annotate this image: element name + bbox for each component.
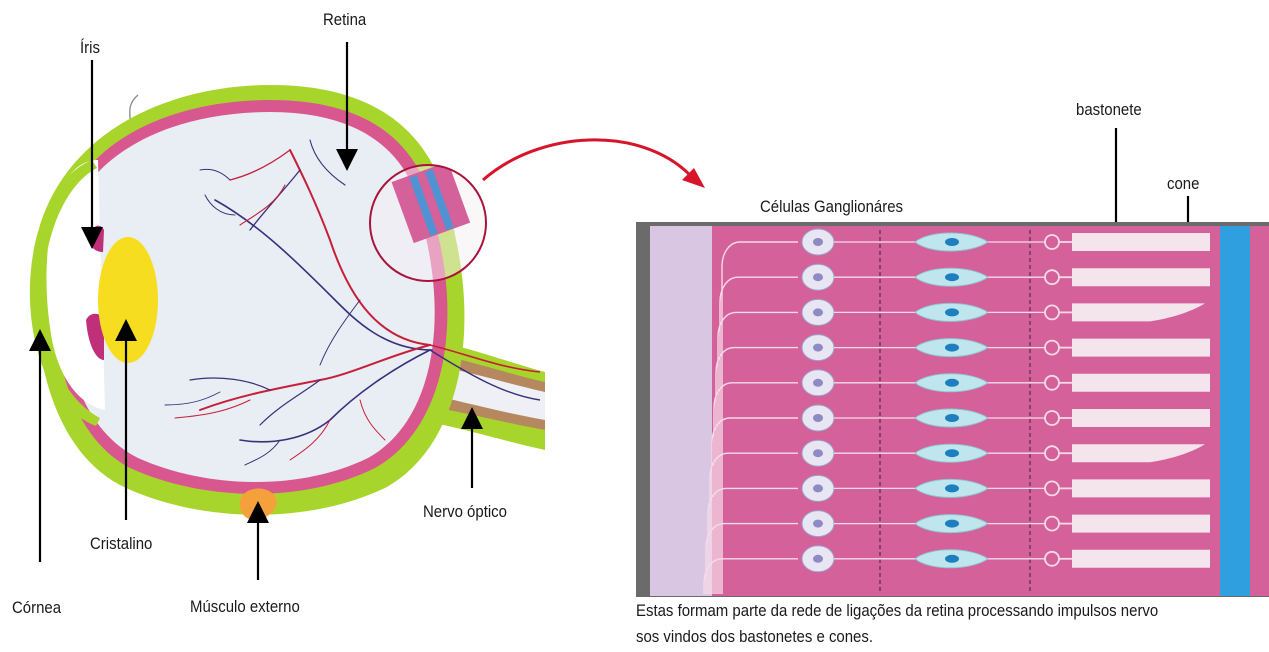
photoreceptor-soma xyxy=(1045,235,1059,249)
label-retina: Retina xyxy=(323,10,366,30)
bipolar-nucleus xyxy=(945,379,959,387)
label-bastonete: bastonete xyxy=(1076,100,1142,120)
photoreceptor-soma xyxy=(1045,517,1059,531)
bipolar-nucleus xyxy=(945,555,959,563)
ganglion-nucleus xyxy=(813,414,823,422)
caption-line-2: sos vindos dos bastonetes e cones. xyxy=(636,624,1252,650)
ganglion-nucleus xyxy=(813,520,823,528)
caption-line-1: Estas formam parte da rede de ligações d… xyxy=(636,598,1252,624)
bipolar-nucleus xyxy=(945,344,959,352)
lens xyxy=(98,237,158,363)
photoreceptor-soma xyxy=(1045,411,1059,425)
rod-outer-segment xyxy=(1072,550,1210,568)
rod-outer-segment xyxy=(1072,479,1210,497)
photoreceptor-soma xyxy=(1045,446,1059,460)
photoreceptor-soma xyxy=(1045,552,1059,566)
bipolar-nucleus xyxy=(945,449,959,457)
label-cornea: Córnea xyxy=(12,598,61,618)
photoreceptor-soma xyxy=(1045,270,1059,284)
ganglion-nucleus xyxy=(813,449,823,457)
ganglion-nucleus xyxy=(813,484,823,492)
rod-outer-segment xyxy=(1072,374,1210,392)
label-celulas-ganglionares: Células Ganglionáres xyxy=(760,197,903,217)
ganglion-nucleus xyxy=(813,308,823,316)
zoom-arrow xyxy=(483,140,690,180)
bipolar-nucleus xyxy=(945,273,959,281)
bipolar-nucleus xyxy=(945,414,959,422)
ganglion-nucleus xyxy=(813,273,823,281)
label-cone: cone xyxy=(1167,174,1199,194)
photoreceptor-soma xyxy=(1045,481,1059,495)
ganglion-nucleus xyxy=(813,555,823,563)
photoreceptor-soma xyxy=(1045,305,1059,319)
photoreceptor-soma xyxy=(1045,341,1059,355)
rod-outer-segment xyxy=(1072,515,1210,533)
ganglion-nucleus xyxy=(813,344,823,352)
ganglion-nucleus xyxy=(813,238,823,246)
rod-outer-segment xyxy=(1072,233,1210,251)
rod-outer-segment xyxy=(1072,409,1210,427)
caption: Estas formam parte da rede de ligações d… xyxy=(636,598,1252,650)
rod-outer-segment xyxy=(1072,339,1210,357)
bipolar-nucleus xyxy=(945,238,959,246)
photoreceptor-soma xyxy=(1045,376,1059,390)
retina-detail-panel xyxy=(636,222,1269,597)
ganglion-nucleus xyxy=(813,379,823,387)
label-nervo-optico: Nervo óptico xyxy=(423,502,507,522)
bipolar-nucleus xyxy=(945,520,959,528)
label-musculo-externo: Músculo externo xyxy=(190,597,300,617)
label-iris: Íris xyxy=(80,38,100,58)
bipolar-nucleus xyxy=(945,484,959,492)
bipolar-nucleus xyxy=(945,308,959,316)
label-cristalino: Cristalino xyxy=(90,534,152,554)
rod-outer-segment xyxy=(1072,268,1210,286)
